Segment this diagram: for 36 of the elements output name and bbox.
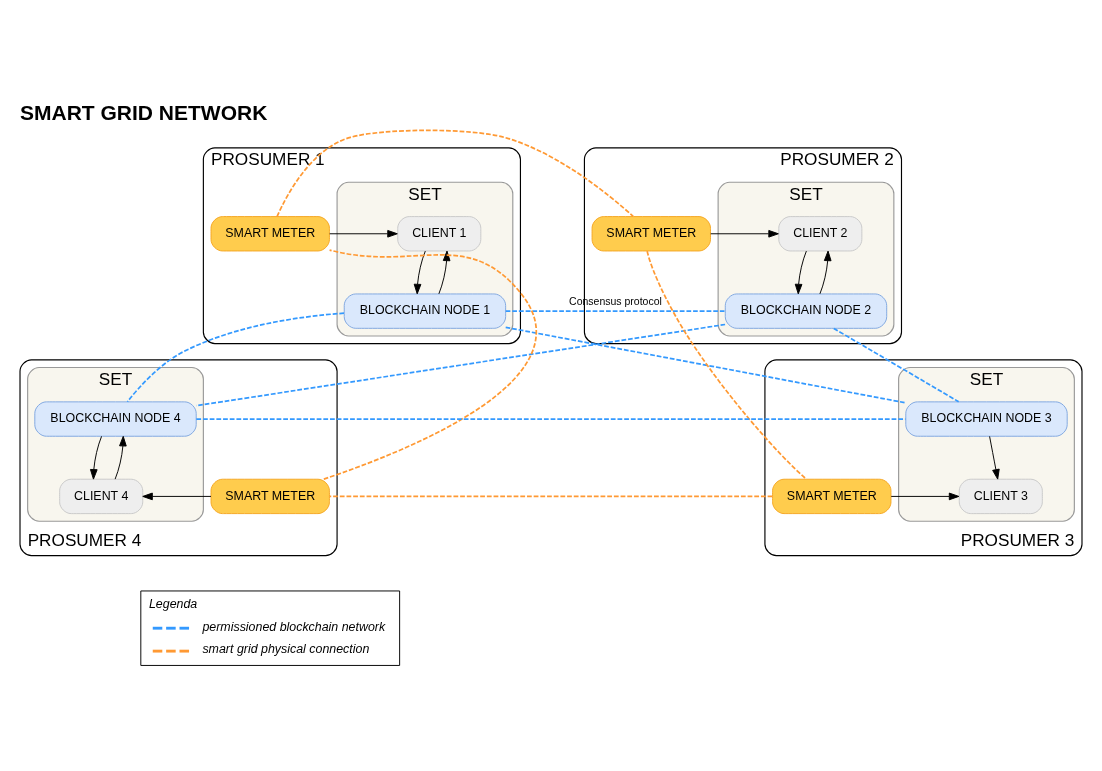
arrow (890, 492, 960, 501)
node-box: BLOCKCHAIN NODE 3 (905, 401, 1068, 437)
label: Legenda (148, 596, 198, 611)
arrow (819, 250, 832, 295)
node-box: SMART METER (772, 478, 892, 515)
connector (322, 249, 538, 480)
arrow (794, 250, 807, 295)
arrow (142, 492, 212, 501)
arrow (413, 250, 426, 295)
arrow (989, 435, 1000, 480)
node-box: BLOCKCHAIN NODE 2 (724, 293, 888, 329)
node-box: CLIENT 3 (958, 478, 1043, 515)
node-box: SMART METER (591, 216, 711, 252)
node-box: CLIENT 1 (397, 216, 482, 252)
arrow (89, 435, 103, 480)
connector (126, 312, 345, 403)
legend-label: smart grid physical connection (202, 642, 370, 657)
node-box: BLOCKCHAIN NODE 1 (343, 293, 507, 329)
diagram-title: SMART GRID NETWORK (20, 100, 268, 124)
connector (832, 327, 960, 403)
connector (195, 323, 726, 407)
arrow (438, 250, 451, 295)
arrow (329, 229, 398, 238)
arrow (710, 229, 779, 238)
node-box: BLOCKCHAIN NODE 4 (34, 401, 197, 437)
connector (646, 250, 808, 481)
connector (504, 326, 907, 404)
connector (328, 495, 774, 498)
arrow (114, 435, 127, 480)
node-box: CLIENT 2 (778, 216, 863, 252)
node-box: CLIENT 4 (59, 478, 144, 515)
legend-label: permissioned blockchain network (202, 619, 386, 634)
node-box: SMART METER (210, 216, 330, 252)
node-box: SMART METER (210, 478, 330, 515)
connector (504, 310, 726, 312)
connector (276, 129, 635, 218)
